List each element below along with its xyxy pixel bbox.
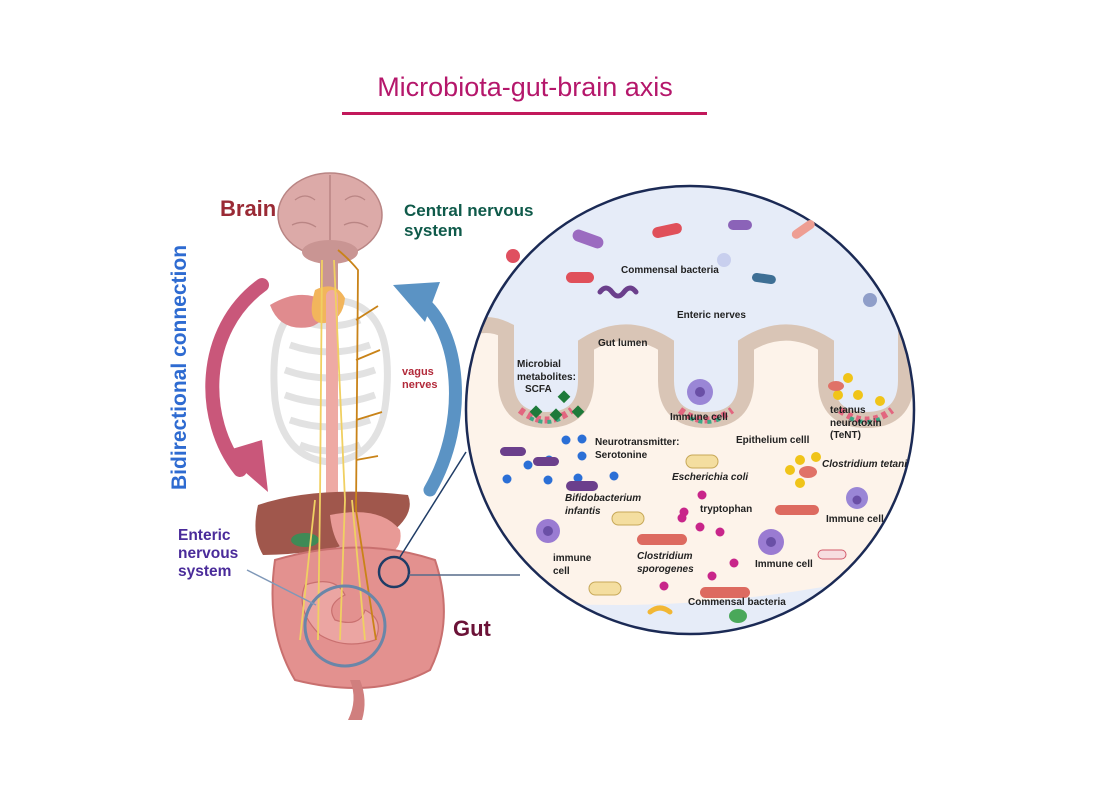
microbial-metabolites-label: Microbial metabolites: SCFA	[517, 359, 576, 397]
serotonin-molecules	[502, 434, 619, 485]
neurotransmitter-line1: Neurotransmitter:	[595, 437, 680, 448]
escherichia-coli-label: Escherichia coli	[672, 472, 749, 483]
clostridium-sporogenes-label: Clostridium sporogenes	[637, 551, 694, 576]
sporogenes-line2: sporogenes	[637, 563, 694, 575]
bifidobacterium-infantis-label: Bifidobacterium infantis	[565, 493, 641, 518]
sporogenes-line1: Clostridium	[637, 551, 693, 562]
vagus-nerves-label: vagus nerves	[402, 366, 437, 391]
bifidobacterium-line2: infantis	[565, 505, 601, 517]
title-underline	[342, 112, 707, 115]
gut-lumen-label: Gut lumen	[598, 338, 648, 349]
tetanus-neurotoxin-label: tetanus neurotoxin (TeNT)	[830, 405, 882, 443]
immune-cell-top-label: Immune cell	[670, 412, 728, 423]
bifidobacterium-line1: Bifidobacterium	[565, 493, 642, 504]
immune-cell-bottom-label: Immune cell	[755, 559, 813, 570]
gut-label: Gut	[453, 616, 491, 641]
tetanus-line2: neurotoxin	[830, 417, 882, 429]
microbiota-inset	[464, 184, 916, 636]
enteric-zoom-ring	[303, 584, 387, 668]
immune-left-line1: immune	[553, 553, 592, 564]
neurotransmitter-label: Neurotransmitter: Serotonine	[595, 437, 679, 462]
cns-label-line2: system	[404, 220, 463, 240]
brain-label: Brain	[220, 196, 277, 221]
immune-cell-left-label: immune cell	[553, 553, 591, 578]
ascending-arrow	[393, 282, 462, 497]
epithelium-cell-label: Epithelium celll	[736, 435, 810, 446]
ens-label-line3: system	[178, 562, 232, 580]
ens-pointer-line	[246, 569, 317, 606]
vagus-label-line1: vagus	[402, 366, 434, 378]
metabolites-line2: metabolites:	[517, 371, 576, 383]
bacteria-top	[506, 220, 877, 307]
metabolites-line3: SCFA	[525, 384, 552, 395]
rod-bacteria	[588, 454, 847, 623]
bifidobacterium-cells	[500, 447, 598, 491]
bidirectional-connection-label: Bidirectional connection	[168, 244, 191, 490]
enteric-nervous-system-label: Enteric nervous system	[178, 527, 238, 580]
cns-label-line1: Central nervous	[404, 201, 534, 220]
mucosa-tissue	[466, 325, 914, 634]
ens-label-line1: Enteric	[178, 527, 231, 544]
ens-label-line2: nervous	[178, 544, 239, 562]
immune-cells	[536, 379, 868, 555]
vagus-label-line2: nerves	[402, 378, 438, 391]
commensal-bacteria-top-label: Commensal bacteria	[621, 265, 719, 276]
immune-cell-right-label: Immune cell	[826, 514, 884, 525]
neurotransmitter-line2: Serotonine	[595, 449, 648, 461]
figure-title: Microbiota-gut-brain axis	[377, 72, 673, 102]
brain-illustration	[277, 172, 383, 290]
tetanus-toxin-stars	[785, 373, 885, 488]
clostridium-tetani-label: Clostridium tetani	[822, 459, 908, 470]
metabolites-line1: Microbial	[517, 359, 561, 370]
immune-left-line2: cell	[553, 565, 570, 577]
inset-outline	[464, 184, 916, 636]
commensal-bacteria-bottom-label: Commensal bacteria	[688, 597, 786, 608]
tryptophan-molecules	[659, 490, 739, 591]
upper-organs-illustration	[270, 286, 345, 505]
nerves-illustration	[299, 249, 383, 641]
tryptophan-label: tryptophan	[700, 504, 753, 515]
enteric-nerves-label: Enteric nerves	[677, 310, 746, 321]
descending-arrow	[205, 278, 269, 492]
inset-source-ring	[377, 555, 411, 589]
tetanus-line3: (TeNT)	[830, 430, 861, 441]
tetanus-line1: tetanus	[830, 405, 866, 416]
central-nervous-system-label: Central nervous system	[404, 201, 533, 240]
inset-connector-upper	[399, 451, 467, 558]
